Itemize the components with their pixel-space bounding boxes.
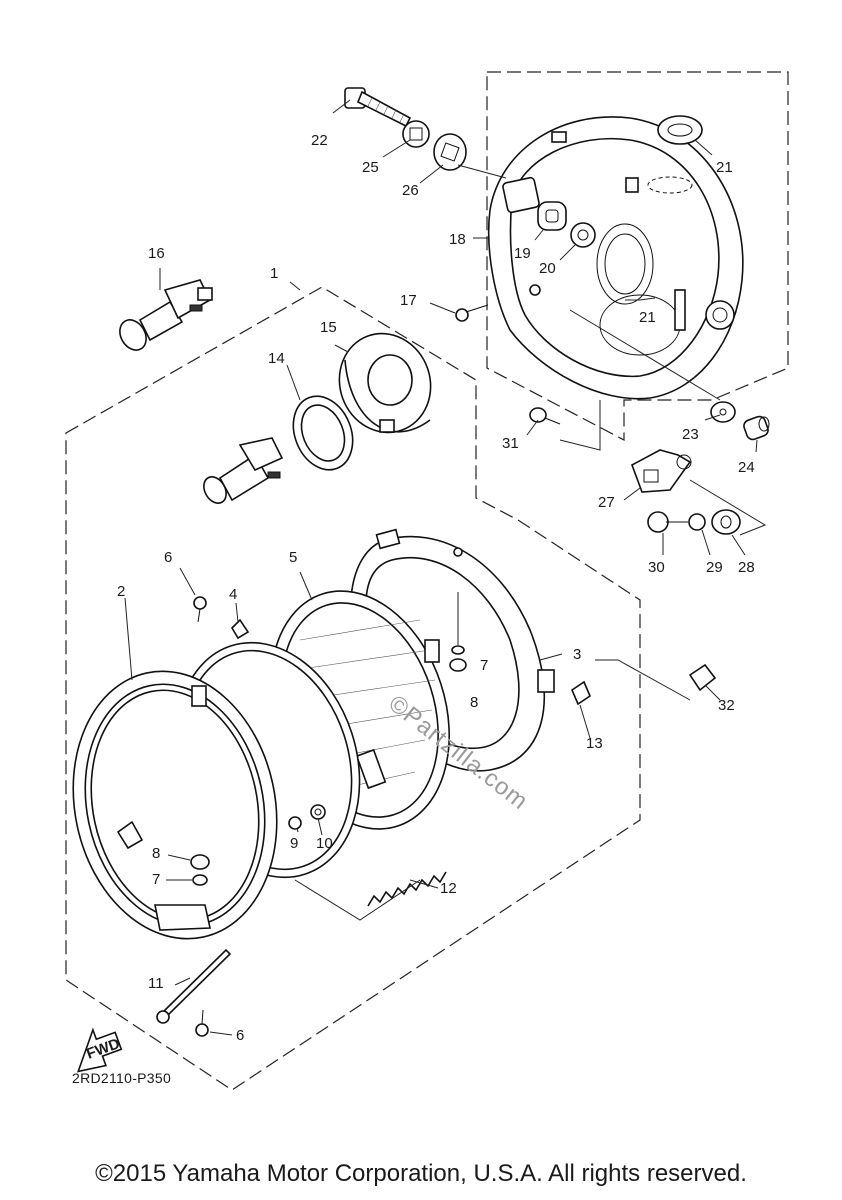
callout-13: 13 [586,735,603,752]
nut-8-case [449,658,467,672]
bracket-27 [631,449,692,493]
callout-28: 28 [738,559,755,576]
bulb-16 [119,279,213,351]
socket-cover-15 [338,332,432,434]
copyright-notice: ©2015 Yamaha Motor Corporation, U.S.A. A… [95,1160,747,1187]
washer-10 [310,804,326,820]
callout-3: 4 [229,586,237,603]
callout-5: 3 [573,646,581,663]
callout-21-top: 21 [716,159,733,176]
callout-1: 1 [270,265,278,282]
callout-18: 18 [449,231,466,248]
callout-17: 17 [400,292,417,309]
callout-7-case: 7 [480,657,488,674]
bolt-30 [647,511,688,533]
callout-25: 25 [362,159,379,176]
callout-27: 27 [598,494,615,511]
leader-lines [124,99,767,1036]
collar-32 [688,663,717,692]
damper-28 [711,509,741,535]
housing-group-outline [486,71,789,441]
callout-31: 31 [502,435,519,452]
callout-11: 11 [148,975,164,992]
callout-15: 15 [320,319,337,336]
nut-8-rim [190,854,210,870]
headlight-rim-2 [72,670,278,940]
callout-30: 30 [648,559,665,576]
screw-9 [288,816,302,830]
callout-8-rim: 8 [152,845,160,862]
headlight-group-outline [65,286,641,1091]
callout-21-mid: 21 [639,309,656,326]
screw-6-upper [193,596,207,623]
callout-26: 26 [402,182,419,199]
bolt-22 [344,87,412,128]
callout-10: 10 [316,835,333,852]
callout-32: 32 [718,697,735,714]
callout-29: 29 [706,559,723,576]
callout-labels: 22 25 26 18 19 20 21 21 17 16 1 15 14 23… [117,132,755,1044]
callout-23: 23 [682,426,699,443]
screw-31 [529,407,561,425]
long-screw-11 [156,948,232,1024]
callout-6-upper: 6 [164,549,172,566]
callout-7-rim: 7 [152,871,160,888]
collar-29 [688,513,706,531]
screw-6-lower [195,1009,209,1037]
screw-17 [455,304,489,322]
callout-12: 12 [440,880,457,897]
callout-6-lower: 6 [236,1027,244,1044]
callout-20: 20 [539,260,556,277]
grommet-20 [570,222,596,248]
callout-4: 5 [289,549,297,566]
callout-9: 9 [290,835,298,852]
nut-13 [571,680,591,706]
callout-16: 16 [148,245,165,262]
callout-2: 2 [117,583,125,600]
callout-14: 14 [268,350,285,367]
headlight-housing-shell [487,116,744,400]
callout-19: 19 [514,245,531,262]
grommet-19 [537,201,567,231]
bulb-holder-ring-14 [292,395,354,471]
grommet-21-top [657,115,703,145]
washer-7-case [451,645,465,655]
fwd-arrow-icon: FWD [77,1027,123,1073]
callout-24: 24 [738,459,755,476]
callout-8-case: 8 [470,694,478,711]
washer-23 [710,401,736,423]
collar-24 [743,415,770,441]
damper-26 [433,133,467,171]
pilot-bulb [203,437,284,504]
diagram-code: 2RD2110-P350 [72,1070,172,1086]
callout-22: 22 [311,132,328,149]
collar-25 [402,120,430,148]
washer-7-rim [192,874,208,886]
